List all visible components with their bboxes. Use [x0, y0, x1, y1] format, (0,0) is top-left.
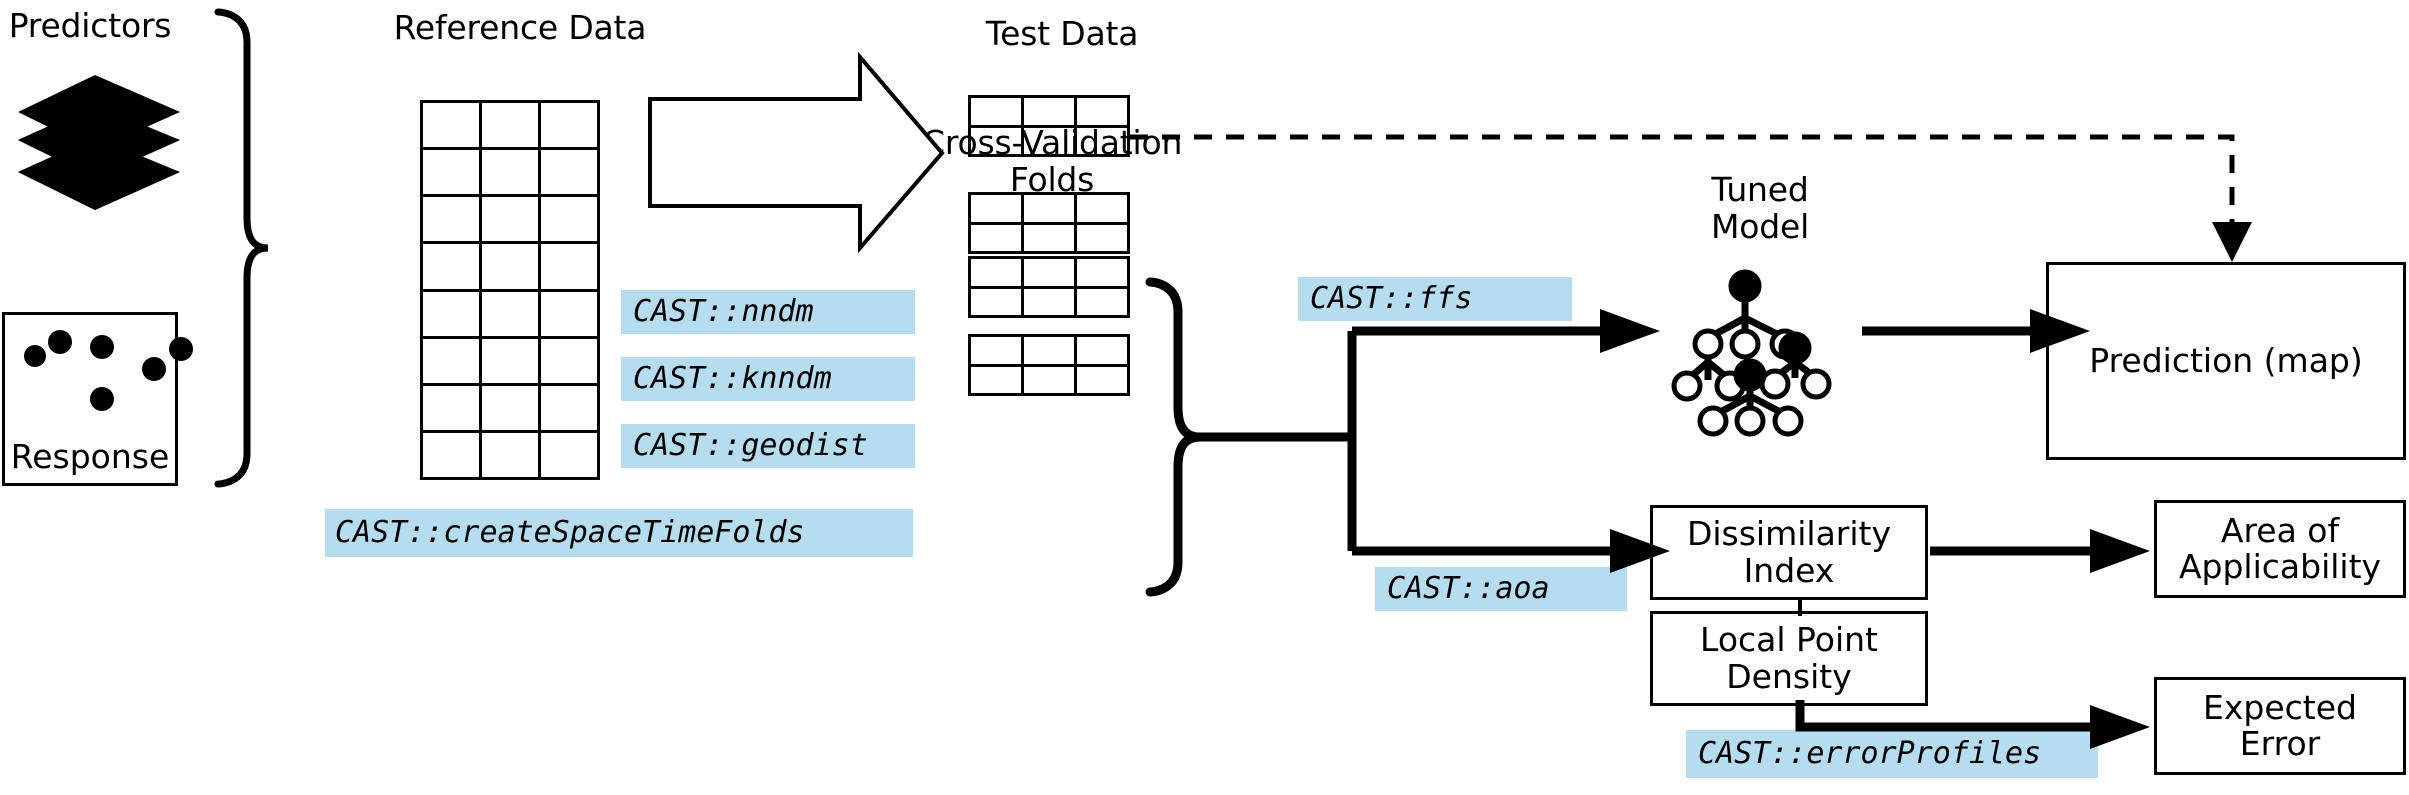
- reference-data-title: Reference Data: [393, 8, 647, 47]
- cast-geodist-chip[interactable]: CAST::geodist: [621, 424, 915, 468]
- response-label: Response: [10, 436, 170, 476]
- resampling-label: Resampling: [660, 134, 852, 173]
- local-point-density-box: Local Point Density: [1650, 611, 1928, 706]
- response-scatter-icon: [2, 312, 193, 432]
- test-data-title: Test Data: [985, 14, 1139, 53]
- cast-aoa-chip[interactable]: CAST::aoa: [1375, 567, 1627, 611]
- cast-nndm-chip[interactable]: CAST::nndm: [621, 290, 915, 334]
- cv-fold-table: [968, 256, 1130, 318]
- reference-data-table: [420, 100, 600, 480]
- cast-ffs-chip[interactable]: CAST::ffs: [1298, 277, 1572, 321]
- cv-fold-table: [968, 334, 1130, 396]
- dissimilarity-index-label: Dissimilarity Index: [1686, 514, 1892, 590]
- expected-error-label: Expected Error: [2203, 687, 2357, 763]
- expected-error-box: Expected Error: [2154, 677, 2406, 775]
- cast-errorprofiles-chip[interactable]: CAST::errorProfiles: [1686, 730, 2098, 778]
- area-of-applicability-box: Area of Applicability: [2154, 500, 2406, 598]
- cast-knndm-chip[interactable]: CAST::knndm: [621, 357, 915, 401]
- prediction-map-label: Prediction (map): [2089, 340, 2363, 380]
- cast-createspacetimefolds-chip[interactable]: CAST::createSpaceTimeFolds: [325, 509, 913, 557]
- dissimilarity-index-box: Dissimilarity Index: [1650, 505, 1928, 600]
- area-of-applicability-label: Area of Applicability: [2178, 510, 2382, 586]
- cv-folds-title: Cross-Validation Folds: [922, 123, 1183, 199]
- predictors-label: Predictors: [8, 6, 172, 45]
- cv-fold-table: [968, 192, 1130, 254]
- prediction-map-box: Prediction (map): [2046, 262, 2406, 460]
- local-point-density-label: Local Point Density: [1700, 620, 1878, 696]
- tuned-model-title: Tuned Model: [1710, 170, 1810, 246]
- test-data-table: [968, 95, 1130, 157]
